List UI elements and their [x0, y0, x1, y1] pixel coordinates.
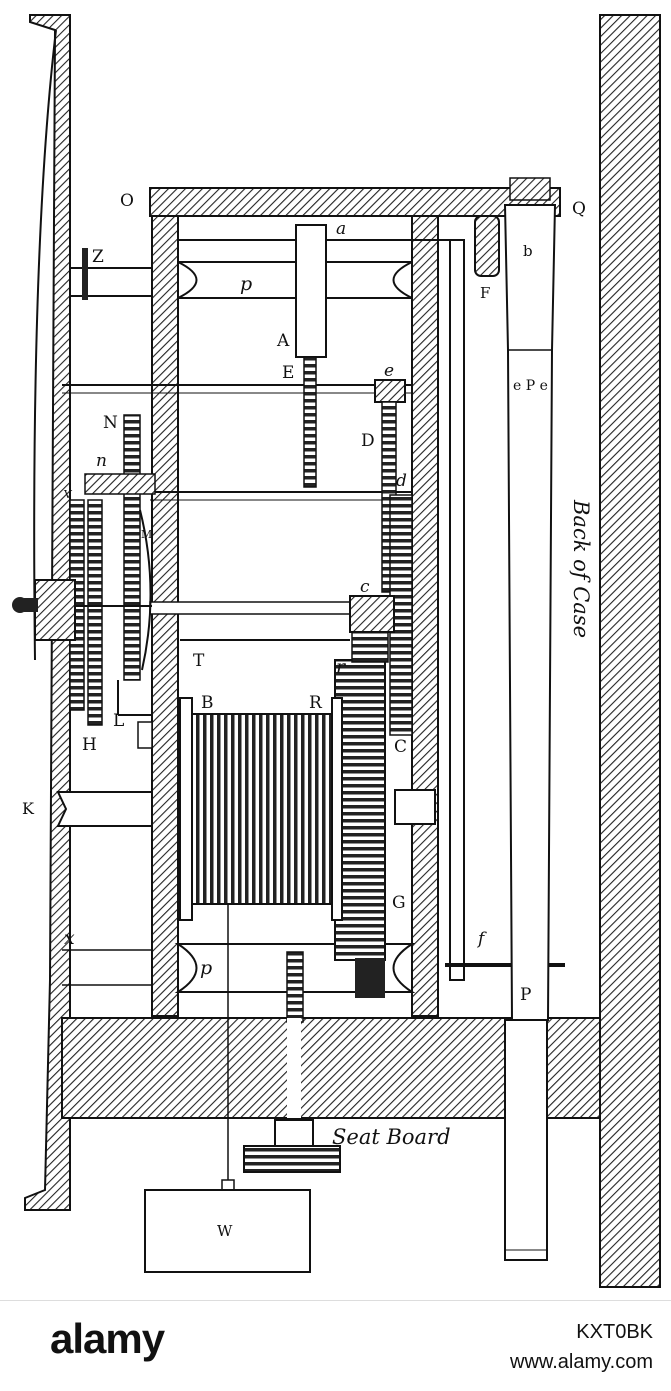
label-B: B — [201, 693, 214, 713]
label-K: K — [22, 799, 35, 818]
top-bar — [149, 187, 561, 217]
barrel — [179, 697, 343, 921]
label-G: G — [392, 893, 406, 913]
pinion-c — [349, 595, 395, 633]
label-f: f — [476, 929, 487, 949]
brand-logo: alamy — [50, 1315, 165, 1362]
back-of-case — [599, 14, 661, 1288]
label-e: e — [384, 361, 394, 381]
great-wheel — [334, 631, 389, 998]
hand-boss — [12, 579, 152, 641]
pendulum-rod — [503, 177, 557, 1261]
clock-movement-diagram: O Q a Z p A E e D F b e P e N n d V M c … — [12, 14, 661, 1288]
watermark-footer: alamy KXT0BK www.alamy.com — [0, 1300, 671, 1391]
label-M: M — [141, 528, 152, 541]
label-F: F — [480, 284, 490, 302]
label-O: O — [120, 191, 134, 211]
label-c: c — [360, 577, 370, 597]
label-V: V — [63, 488, 73, 501]
label-Z: Z — [92, 247, 104, 267]
diagram-labels: O Q a Z p A E e D F b e P e N n d V M c … — [22, 191, 593, 1240]
motion-work — [69, 414, 156, 749]
pallet-block — [474, 215, 500, 277]
label-b: b — [523, 242, 533, 260]
winding-arbor — [56, 789, 436, 827]
site-url: www.alamy.com — [510, 1351, 653, 1373]
back-of-case-caption: Back of Case — [569, 499, 593, 638]
label-p-bottom: p — [200, 957, 212, 979]
label-H: H — [82, 735, 97, 755]
z-stud — [82, 248, 88, 300]
label-T: T — [193, 651, 205, 671]
label-r: r — [336, 656, 347, 678]
label-N: N — [103, 413, 118, 433]
label-E: E — [282, 363, 294, 383]
label-P: P — [520, 985, 531, 1005]
pillars — [70, 261, 416, 993]
image-id: KXT0BK — [576, 1321, 653, 1343]
label-p-top: p — [240, 273, 252, 295]
escape-pallet — [295, 224, 327, 488]
label-R: R — [309, 693, 323, 713]
label-d: d — [396, 471, 407, 491]
label-x: x — [64, 927, 75, 949]
label-Q: Q — [572, 199, 586, 219]
seat-board-caption: Seat Board — [332, 1125, 451, 1149]
label-a: a — [336, 219, 346, 239]
label-ePe: e P e — [513, 378, 548, 394]
label-L: L — [113, 711, 124, 731]
label-C: C — [394, 737, 407, 757]
label-W: W — [217, 1222, 233, 1240]
label-A: A — [276, 331, 290, 351]
label-n: n — [96, 451, 107, 471]
weight-assembly — [144, 904, 341, 1273]
label-D: D — [361, 431, 375, 451]
